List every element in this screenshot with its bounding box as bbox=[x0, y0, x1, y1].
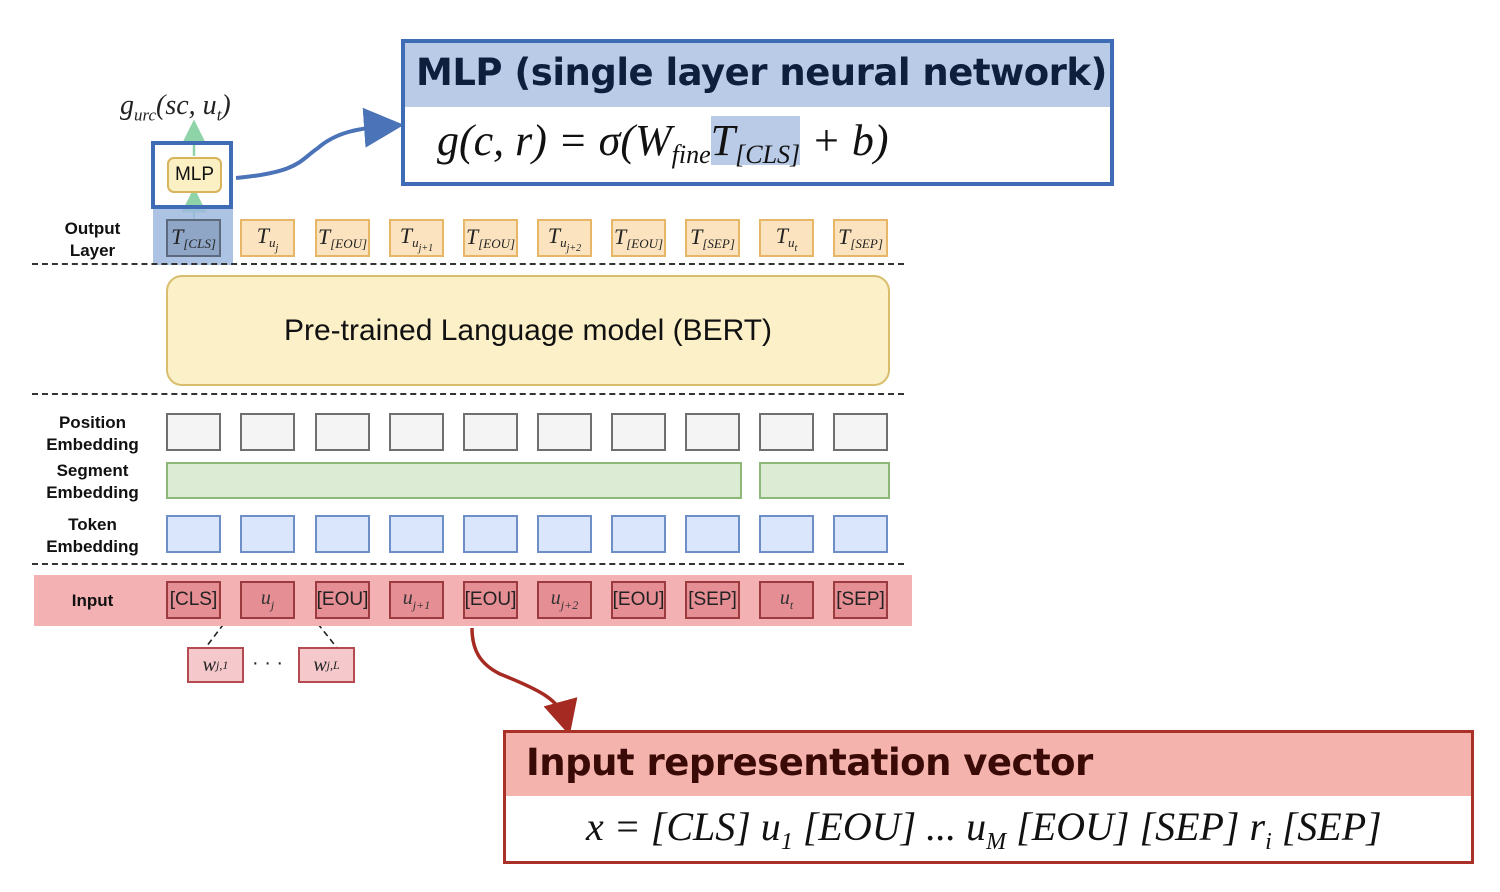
token-embedding-8 bbox=[759, 515, 814, 553]
output-token-label: T[CLS] bbox=[171, 224, 216, 251]
input-token-label: [SEP] bbox=[688, 589, 737, 610]
output-token-1: Tuj bbox=[240, 219, 295, 257]
mlp-callout-arrow bbox=[235, 107, 404, 180]
output-function-label: gurc(sc, ut) bbox=[120, 90, 231, 125]
input-callout-formula: x = [CLS] u1 [EOU] ... uM [EOU] [SEP] ri… bbox=[586, 804, 1382, 855]
input-token-label: [EOU] bbox=[316, 589, 369, 610]
output-token-2: T[EOU] bbox=[315, 219, 370, 257]
token-embedding-5 bbox=[537, 515, 592, 553]
bert-label: Pre-trained Language model (BERT) bbox=[283, 313, 773, 347]
position-embedding-6 bbox=[611, 413, 666, 451]
output-token-8: Tut bbox=[759, 219, 814, 257]
input-token-1: uj bbox=[240, 581, 295, 619]
output-token-5: Tuj+2 bbox=[537, 219, 592, 257]
mlp-callout-title-band bbox=[405, 43, 1110, 107]
input-callout-arrow bbox=[470, 627, 578, 736]
input-token-6: [EOU] bbox=[611, 581, 666, 619]
output-token-9: T[SEP] bbox=[833, 219, 888, 257]
output-token-7: T[SEP] bbox=[685, 219, 740, 257]
input-token-label: uj+2 bbox=[550, 587, 579, 612]
token-embedding-2 bbox=[315, 515, 370, 553]
output-token-3: Tuj+1 bbox=[389, 219, 444, 257]
input-token-3: uj+1 bbox=[389, 581, 444, 619]
input-token-9: [SEP] bbox=[833, 581, 888, 619]
input-token-label: uj bbox=[260, 587, 275, 612]
position-embedding-7 bbox=[685, 413, 740, 451]
output-token-label: T[EOU] bbox=[465, 224, 516, 251]
input-token-label: [CLS] bbox=[169, 589, 218, 610]
output-token-label: Tuj+1 bbox=[399, 222, 434, 254]
separator-line bbox=[32, 563, 904, 565]
output-token-label: T[EOU] bbox=[317, 224, 368, 251]
input-callout: Input representation vector x = [CLS] u1… bbox=[503, 730, 1474, 864]
mlp-callout-title: MLP (single layer neural network) bbox=[416, 51, 1107, 94]
input-token-label: [EOU] bbox=[464, 589, 517, 610]
output-token-label: T[SEP] bbox=[838, 224, 883, 251]
row-label-input: Input bbox=[71, 591, 114, 610]
output-token-label: T[EOU] bbox=[613, 224, 664, 251]
position-embedding-9 bbox=[833, 413, 888, 451]
input-token-7: [SEP] bbox=[685, 581, 740, 619]
input-token-label: [SEP] bbox=[836, 589, 885, 610]
mlp-box: MLP bbox=[167, 157, 222, 193]
position-embedding-8 bbox=[759, 413, 814, 451]
position-embedding-4 bbox=[463, 413, 518, 451]
input-token-4: [EOU] bbox=[463, 581, 518, 619]
separator-line bbox=[32, 263, 904, 265]
position-embedding-1 bbox=[240, 413, 295, 451]
output-token-label: Tuj bbox=[256, 222, 279, 254]
mlp-label: MLP bbox=[174, 164, 215, 185]
mlp-callout-formula: g(c, r) = σ(WfineT[CLS] + b) bbox=[437, 116, 889, 169]
input-token-label: uj+1 bbox=[402, 587, 431, 612]
mlp-callout: MLP (single layer neural network) g(c, r… bbox=[401, 39, 1114, 186]
input-token-0: [CLS] bbox=[166, 581, 221, 619]
output-token-label: Tut bbox=[775, 222, 798, 254]
segment-embedding-b bbox=[759, 462, 890, 499]
position-embedding-5 bbox=[537, 413, 592, 451]
token-embedding-7 bbox=[685, 515, 740, 553]
input-token-5: uj+2 bbox=[537, 581, 592, 619]
output-token-label: T[SEP] bbox=[690, 224, 735, 251]
segment-embedding-a bbox=[166, 462, 742, 499]
output-token-4: T[EOU] bbox=[463, 219, 518, 257]
output-token-6: T[EOU] bbox=[611, 219, 666, 257]
output-token-0: T[CLS] bbox=[166, 219, 221, 257]
token-embedding-4 bbox=[463, 515, 518, 553]
token-embedding-3 bbox=[389, 515, 444, 553]
word-ellipsis: · · · bbox=[252, 652, 284, 674]
input-callout-title-band bbox=[506, 733, 1471, 796]
mlp-frame bbox=[151, 141, 233, 209]
input-token-label: ut bbox=[779, 587, 794, 612]
input-token-label: [EOU] bbox=[612, 589, 665, 610]
input-token-2: [EOU] bbox=[315, 581, 370, 619]
position-embedding-3 bbox=[389, 413, 444, 451]
token-embedding-1 bbox=[240, 515, 295, 553]
token-embedding-6 bbox=[611, 515, 666, 553]
token-embedding-0 bbox=[166, 515, 221, 553]
separator-line bbox=[32, 393, 904, 395]
input-token-8: ut bbox=[759, 581, 814, 619]
token-embedding-9 bbox=[833, 515, 888, 553]
output-token-label: Tuj+2 bbox=[547, 222, 582, 254]
bert-block: Pre-trained Language model (BERT) bbox=[166, 275, 890, 386]
input-callout-title: Input representation vector bbox=[526, 741, 1093, 784]
position-embedding-0 bbox=[166, 413, 221, 451]
position-embedding-2 bbox=[315, 413, 370, 451]
